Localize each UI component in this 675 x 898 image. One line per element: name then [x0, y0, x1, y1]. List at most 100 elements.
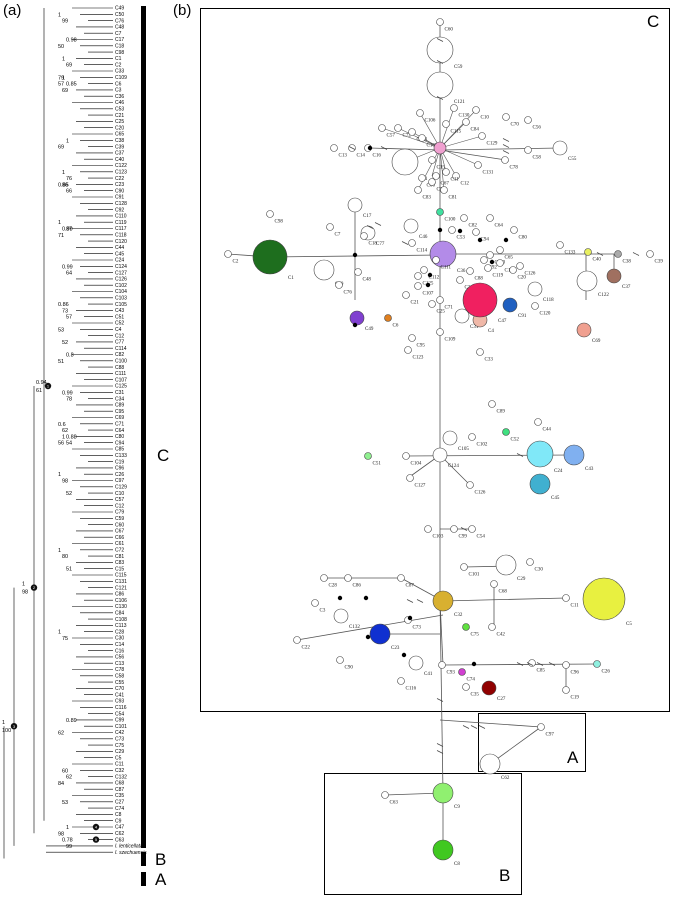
haplotype-node: [436, 18, 444, 26]
haplotype-node: [402, 452, 410, 460]
haplotype-label: C73: [413, 626, 422, 631]
haplotype-label: C111: [441, 266, 452, 271]
tip-label: C59: [115, 516, 124, 522]
tip-label: C8: [115, 812, 122, 818]
haplotype-label: C5: [626, 622, 632, 627]
support-value: 56: [58, 441, 64, 447]
haplotype-label: C25: [437, 310, 446, 315]
support-value: 0.85: [66, 82, 77, 88]
tip-label: C10: [115, 491, 124, 497]
haplotype-label: C119: [493, 274, 504, 279]
tip-label: C70: [115, 686, 124, 692]
tip-label: C116: [115, 705, 127, 711]
haplotype-label: C57: [387, 134, 396, 139]
network-edge: [439, 107, 455, 149]
tip-label: C122: [115, 163, 127, 169]
tip-label: C33: [115, 69, 124, 75]
node-support: 61: [36, 388, 42, 394]
haplotype-label: C130: [459, 114, 470, 119]
haplotype-label: C23: [391, 646, 400, 651]
tip-label: C84: [115, 611, 124, 617]
tip-label: I. szechuensis: [115, 850, 147, 856]
mutation-tick: [436, 60, 444, 64]
haplotype-label: C126: [475, 491, 486, 496]
tip-label: C25: [115, 119, 124, 125]
haplotype-label: C35: [471, 693, 480, 698]
haplotype-node: [526, 440, 554, 468]
tip-label: C64: [115, 428, 124, 434]
tip-label: C18: [115, 44, 124, 50]
haplotype-node: [472, 106, 480, 114]
median-vector: [363, 595, 369, 601]
network-box-a-label: A: [567, 748, 579, 767]
support-value: 0.65: [58, 182, 69, 188]
haplotype-node: [646, 250, 654, 258]
tip-label: C90: [115, 188, 124, 194]
haplotype-label: C51: [373, 462, 382, 467]
support-value: 50: [58, 44, 64, 50]
tip-label: C74: [115, 806, 124, 812]
haplotype-label: C4: [488, 329, 494, 334]
haplotype-node: [432, 590, 454, 612]
tip-label: C98: [115, 50, 124, 56]
node-marker: [44, 382, 52, 390]
network-box-a: [478, 713, 586, 772]
haplotype-node: [488, 623, 496, 631]
haplotype-label: C40: [593, 258, 602, 263]
node-number: 1: [47, 384, 50, 389]
haplotype-node: [360, 232, 368, 240]
mutation-tick: [478, 725, 486, 729]
clade-b-label: B: [155, 850, 167, 869]
tip-label: C50: [115, 12, 124, 18]
support-value: 79: [58, 75, 64, 81]
haplotype-label: C41: [424, 672, 433, 677]
haplotype-label: C96: [571, 671, 580, 676]
haplotype-label: C67: [441, 182, 450, 187]
tip-label: C75: [115, 743, 124, 749]
phylogenetic-tree: C49C50C76C48C7C17C18C98C1C2C33C109C6C3C3…: [2, 6, 147, 859]
mutation-tick: [502, 144, 510, 148]
tip-label: C23: [115, 182, 124, 188]
node-support: 98: [22, 590, 28, 596]
haplotype-label: C108: [427, 144, 438, 149]
haplotype-node: [432, 172, 440, 180]
mutation-tick: [470, 725, 478, 729]
haplotype-label: C39: [655, 260, 664, 265]
haplotype-node: [428, 156, 436, 164]
haplotype-node: [378, 124, 386, 132]
haplotype-node: [502, 113, 510, 121]
haplotype-node: [436, 296, 444, 304]
tip-label: C63: [115, 837, 124, 843]
tip-label: C65: [115, 132, 124, 138]
tip-label: C9: [115, 818, 122, 824]
haplotype-node: [562, 686, 570, 694]
haplotype-node: [442, 120, 450, 128]
haplotype-node: [496, 259, 504, 267]
support-value: 64: [66, 271, 72, 277]
support-value: 62: [62, 428, 68, 434]
tip-label: C125: [115, 384, 127, 390]
haplotype-label: C68: [499, 590, 508, 595]
haplotype-node: [344, 574, 352, 582]
haplotype-label: C93: [447, 671, 456, 676]
tip-label: C114: [115, 346, 127, 352]
haplotype-node: [402, 291, 410, 299]
haplotype-label: C98: [275, 220, 284, 225]
haplotype-label: C47: [498, 319, 507, 324]
support-value: 51: [58, 359, 64, 365]
median-vector: [477, 237, 483, 243]
tip-label: C82: [115, 352, 124, 358]
tip-label: C30: [115, 636, 124, 642]
haplotype-node: [476, 348, 484, 356]
tip-label: C87: [115, 787, 124, 793]
support-value: 98: [58, 831, 64, 837]
haplotype-node: [460, 214, 468, 222]
network-box-c: [200, 8, 670, 712]
tip-label: C119: [115, 220, 127, 226]
support-value: 0.86: [58, 302, 69, 308]
tip-label: C46: [115, 100, 124, 106]
haplotype-node: [436, 208, 444, 216]
haplotype-node: [462, 118, 470, 126]
haplotype-label: C118: [543, 298, 554, 303]
haplotype-node: [224, 250, 232, 258]
